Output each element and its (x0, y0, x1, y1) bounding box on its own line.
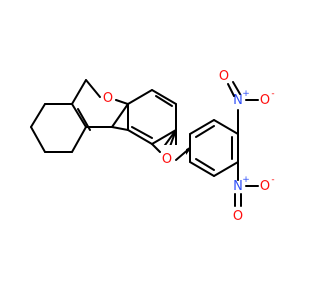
bond (151, 129, 177, 145)
bond (71, 79, 87, 105)
structure-canvas: O O N + O - O N + O - O (30, 69, 275, 224)
bond (127, 129, 153, 145)
bond (195, 158, 215, 171)
nitro1-oxygen-single-label: O (260, 93, 270, 108)
bond (189, 119, 215, 135)
bond (155, 95, 173, 107)
nitro2-oxygen-double-label: O (233, 209, 243, 224)
nitro2-nitrogen-charge: + (242, 175, 250, 185)
nitro1-nitrogen-charge: + (242, 89, 250, 99)
bond (30, 126, 46, 153)
molecule-structure: O O N + O - O N + O - O (30, 69, 275, 224)
bond (195, 125, 215, 138)
bond (213, 119, 239, 135)
ether-oxygen-label: O (162, 152, 172, 167)
bond (213, 161, 239, 177)
nitro2-nitrogen-label: N (233, 179, 243, 194)
bond (71, 126, 87, 153)
nitro2-oxygen-charge: - (271, 175, 274, 185)
furan-oxygen-label: O (103, 91, 113, 106)
bond (232, 81, 241, 95)
bond (131, 126, 153, 139)
bond (127, 89, 153, 105)
bond (111, 126, 129, 131)
nitro2-oxygen-single-label: O (260, 179, 270, 194)
nitro1-oxygen-double-label: O (219, 69, 229, 84)
nitro1-nitrogen-label: N (233, 93, 243, 108)
bond (115, 99, 129, 105)
bond (111, 103, 129, 128)
bond (227, 83, 235, 97)
bond (189, 161, 215, 177)
bond (71, 103, 87, 128)
bond (30, 103, 46, 128)
bond (85, 79, 101, 98)
nitro1-oxygen-charge: - (271, 89, 274, 99)
bond (151, 89, 177, 105)
bond (175, 147, 191, 161)
bond (151, 143, 161, 153)
